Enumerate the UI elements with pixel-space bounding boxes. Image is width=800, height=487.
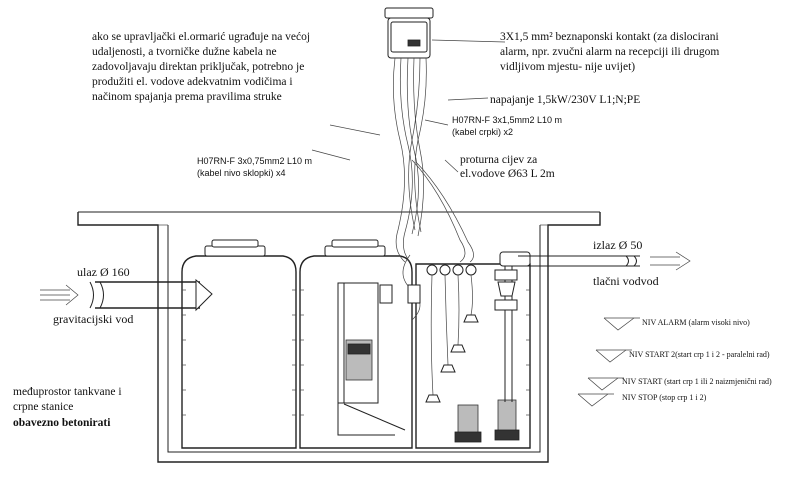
outlet-arrow (650, 251, 691, 271)
contact-note-line: 3X1,5 mm² beznaponski kontakt (za disloc… (500, 31, 719, 43)
cabinet-note-line: produžiti el. vodove adekvatnim vodičima… (92, 76, 293, 88)
contact-note-line: alarm, npr. zvučni alarm na recepciji il… (500, 46, 719, 58)
cabinet-note-line: zadovoljavaju direktan priključak, potre… (92, 61, 304, 73)
cable-bundle (393, 39, 506, 263)
space-note-line: crpne stanice (13, 401, 73, 413)
cable-float-line: (kabel nivo sklopki) x4 (197, 168, 286, 178)
inlet-arrow (40, 284, 79, 306)
cabinet-note-line: ako se upravljački el.ormarić ugrađuje n… (92, 31, 310, 43)
level-alarm-label: NIV ALARM (alarm visoki nivo) (642, 318, 750, 327)
contact-note: 3X1,5 mm² beznaponski kontakt (za disloc… (500, 31, 719, 73)
submersible-pumps (454, 399, 520, 443)
concrete-pit (77, 211, 601, 463)
cabinet-note-line: načinom spajanja prema pravilima struke (92, 91, 282, 103)
level-start2-label: NIV START 2(start crp 1 i 2 - paralelni … (629, 350, 770, 359)
outlet-pipe (518, 255, 640, 267)
cable-pumps-label: H07RN-F 3x1,5mm2 L10 m (kabel crpki) x2 (452, 115, 562, 137)
level-markers (577, 317, 640, 407)
conduit-line: proturna cijev za (460, 154, 537, 166)
cable-float-label: H07RN-F 3x0,75mm2 L10 m (kabel nivo sklo… (197, 156, 312, 178)
cabinet-note-line: udaljenosti, a tvorničke dužne kabela ne (92, 46, 277, 58)
inlet-pipe (89, 278, 213, 312)
contact-note-line: vidljivom mjestu- nije uvijet) (500, 61, 635, 73)
leader-lines (311, 97, 489, 173)
float-switches (425, 314, 479, 403)
space-note: međuprostor tankvane i crpne stanice oba… (13, 386, 122, 429)
level-labels: NIV ALARM (alarm visoki nivo) NIV START … (622, 318, 772, 402)
level-start-label: NIV START (start crp 1 ili 2 naizmjeničn… (622, 377, 772, 386)
space-note-bold: obavezno betonirati (13, 417, 111, 429)
conduit-line: el.vodove Ø63 L 2m (460, 168, 555, 180)
cable-float-line: H07RN-F 3x0,75mm2 L10 m (197, 156, 312, 166)
conduit-label: proturna cijev za el.vodove Ø63 L 2m (460, 154, 555, 180)
control-box (384, 7, 434, 59)
pump-chamber (379, 251, 531, 449)
level-stop-label: NIV STOP (stop crp 1 i 2) (622, 393, 707, 402)
tank-middle (299, 239, 413, 449)
cable-pumps-line: H07RN-F 3x1,5mm2 L10 m (452, 115, 562, 125)
power-supply-label: napajanje 1,5kW/230V L1;N;PE (490, 94, 640, 106)
cable-pumps-line: (kabel crpki) x2 (452, 127, 513, 137)
outlet-title: izlaz Ø 50 (593, 238, 642, 252)
tank-left (181, 239, 297, 449)
discharge-pipes (494, 251, 531, 402)
outlet-subtitle: tlačni vodvod (593, 274, 659, 288)
space-note-line: međuprostor tankvane i (13, 386, 122, 398)
inlet-title: ulaz Ø 160 (77, 265, 130, 279)
float-switch-holders (426, 264, 477, 276)
cabinet-note: ako se upravljački el.ormarić ugrađuje n… (92, 31, 310, 103)
inlet-subtitle: gravitacijski vod (53, 312, 133, 326)
